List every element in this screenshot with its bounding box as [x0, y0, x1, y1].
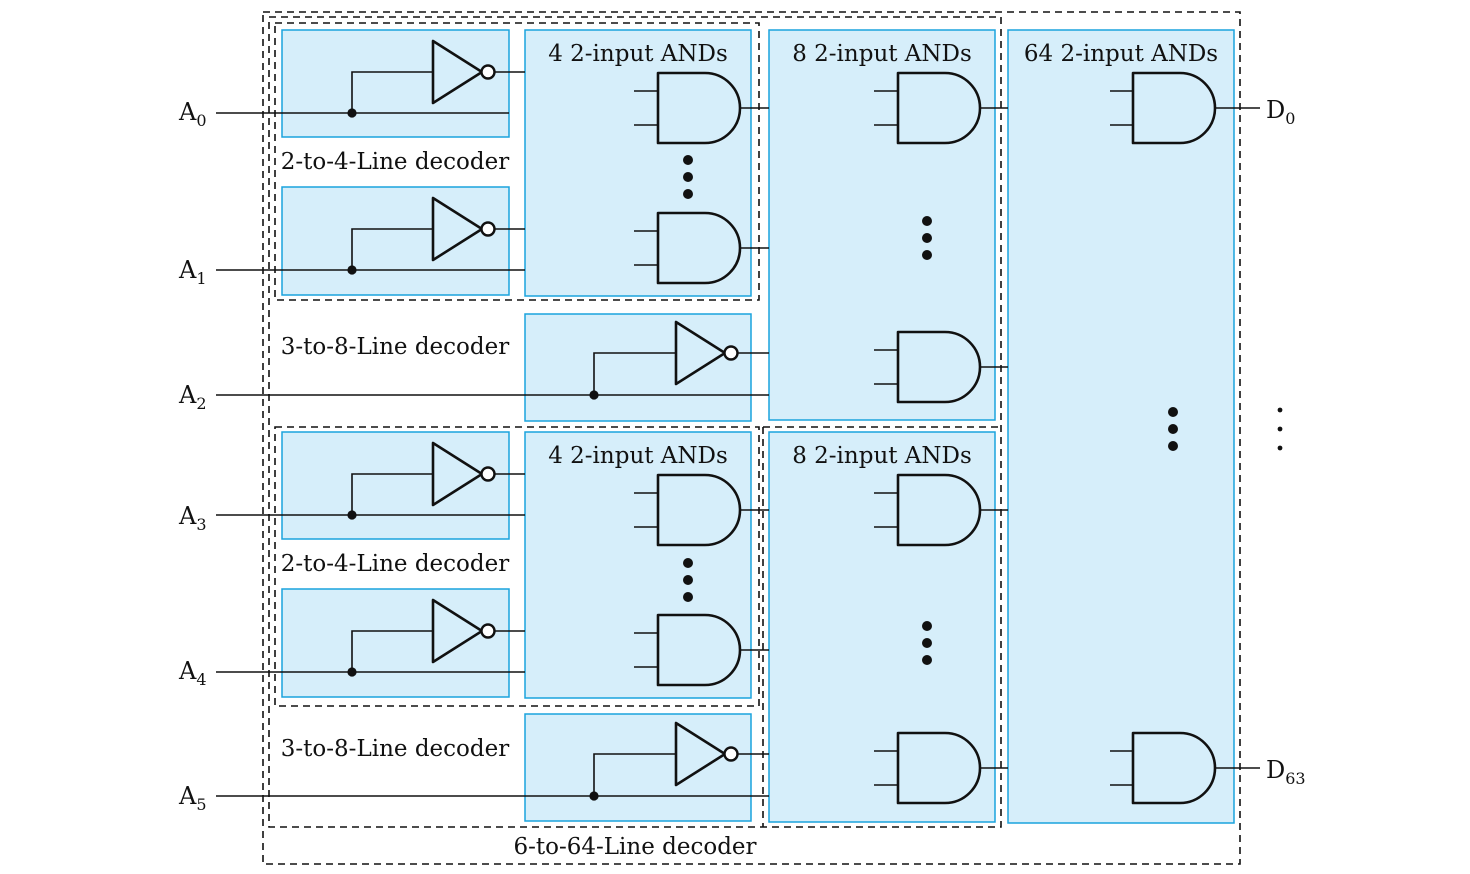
- inverter-a1-triangle: [431, 196, 484, 262]
- inverter-a2-bubble: [723, 345, 739, 361]
- junction-dot: [347, 510, 357, 520]
- ellipsis-dots: [922, 216, 932, 260]
- and-gate: [874, 731, 1008, 805]
- inverter-a5-bubble: [723, 746, 739, 762]
- and-gate: [874, 71, 1008, 145]
- decoder-3-to-8-pair-outline: [268, 16, 1002, 828]
- decoder-3-to-8-upper-label: 3-to-8-Line decoder: [281, 334, 509, 360]
- inverter-block-a5: [524, 713, 752, 822]
- decoder-6-to-64-outline: [262, 11, 1241, 865]
- decoder-2-to-4-lower-outline: [274, 426, 760, 707]
- input-label-a0: A0: [178, 98, 207, 130]
- inverter-a4-bubble: [480, 623, 496, 639]
- and-gate: [634, 211, 769, 285]
- inverter-a3-bubble: [480, 466, 496, 482]
- inverter-a5-triangle: [674, 721, 727, 787]
- ellipsis-dots: [1168, 407, 1178, 451]
- decoder-2-to-4-upper-label: 2-to-4-Line decoder: [281, 149, 509, 175]
- inverter-block-a2: [524, 313, 752, 422]
- and4-block-lower: [524, 431, 752, 699]
- ellipsis-dots: [683, 558, 693, 602]
- inverter-a5: [589, 721, 769, 801]
- input-label-a3: A3: [178, 502, 207, 534]
- decoder-3-to-8-lower-label: 3-to-8-Line decoder: [281, 736, 509, 762]
- and-gate: [634, 473, 769, 547]
- and4-upper-label: 4 2-input ANDs: [548, 41, 728, 67]
- inverter-a0-input-wire: [351, 71, 433, 113]
- and-gate: [634, 613, 769, 687]
- inverter-a4-triangle: [431, 598, 484, 664]
- ellipsis-dots: [683, 155, 693, 199]
- and-gate-d63: [1110, 731, 1260, 805]
- input-label-a5: A5: [178, 782, 207, 814]
- output-label-d0: D0: [1266, 96, 1295, 128]
- inverter-a5-input-wire: [593, 753, 676, 796]
- inverter-a4-input-wire: [351, 630, 433, 672]
- input-label-a1: A1: [178, 256, 207, 288]
- junction-dot: [347, 265, 357, 275]
- inverter-a3-input-wire: [351, 473, 433, 515]
- inverter-block-a1: [281, 186, 510, 296]
- inverter-a2-triangle: [674, 320, 727, 386]
- and-gate-d0: [1110, 71, 1260, 145]
- inverter-a1-bubble: [480, 221, 496, 237]
- decoder-2-to-4-upper-outline: [274, 22, 760, 301]
- and8-upper-label: 8 2-input ANDs: [792, 41, 972, 67]
- input-label-a4: A4: [178, 657, 207, 689]
- output-ellipsis-dots: [1277, 407, 1283, 451]
- inverter-a1-input-wire: [351, 228, 433, 270]
- input-wires: [216, 112, 769, 797]
- decoder-6-to-64-label: 6-to-64-Line decoder: [513, 834, 756, 860]
- junction-dot: [347, 108, 357, 118]
- and-gate: [634, 71, 769, 145]
- output-label-d63: D63: [1266, 756, 1306, 788]
- inverter-block-a0: [281, 29, 510, 138]
- and8-lower-label: 8 2-input ANDs: [792, 443, 972, 469]
- inverter-a2: [589, 320, 769, 400]
- inverter-a4: [347, 598, 525, 677]
- inverter-a3-triangle: [431, 441, 484, 507]
- and8-block-upper: [768, 29, 996, 421]
- and-gate: [874, 330, 1008, 404]
- decoder-2-to-4-lower-label: 2-to-4-Line decoder: [281, 551, 509, 577]
- inverter-a2-input-wire: [593, 352, 676, 395]
- inverter-block-a3: [281, 431, 510, 540]
- inverter-a0-triangle: [431, 39, 484, 105]
- inverter-a3: [347, 441, 525, 520]
- junction-dot: [589, 390, 599, 400]
- inverter-a1: [347, 196, 525, 275]
- and8-block-lower: [768, 431, 996, 823]
- inverter-a0-bubble: [480, 64, 496, 80]
- and4-block-upper: [524, 29, 752, 297]
- and4-lower-label: 4 2-input ANDs: [548, 443, 728, 469]
- and-gate: [874, 473, 1008, 547]
- inverter-a0: [347, 39, 525, 118]
- and64-block: [1007, 29, 1235, 824]
- junction-dot: [589, 791, 599, 801]
- junction-dot: [347, 667, 357, 677]
- and64-label: 64 2-input ANDs: [1024, 41, 1218, 67]
- inverter-block-a4: [281, 588, 510, 698]
- ellipsis-dots: [922, 621, 932, 665]
- input-label-a2: A2: [178, 381, 207, 413]
